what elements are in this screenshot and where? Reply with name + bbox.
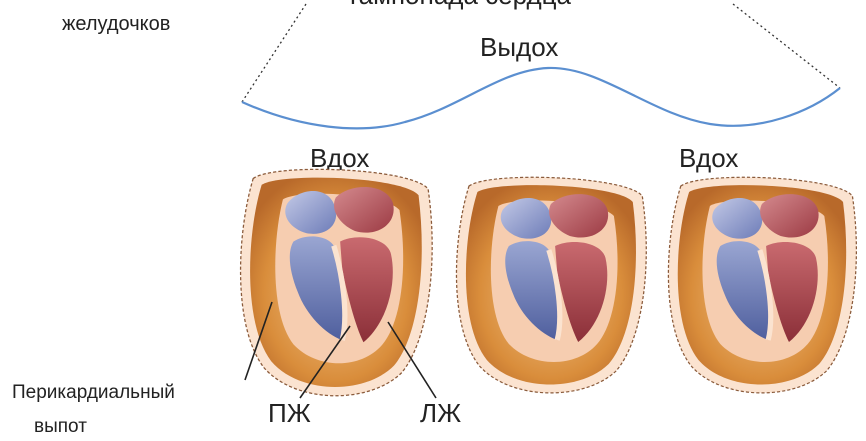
label-inspiration-left: Вдох xyxy=(310,143,369,173)
left-dotted-line xyxy=(242,4,306,102)
right-dotted-line xyxy=(733,4,840,88)
label-effusion-line2: выпот xyxy=(34,416,87,437)
label-inspiration-right: Вдох xyxy=(679,143,738,173)
heart-inspiration-left xyxy=(241,169,433,395)
label-rv: ПЖ xyxy=(268,398,311,428)
label-expiration: Выдох xyxy=(480,32,558,62)
heart-inspiration-right xyxy=(668,177,856,393)
label-effusion-line1: Перикардиальный xyxy=(12,382,175,403)
label-top-center: тампонада сердца xyxy=(347,0,572,10)
label-lv: ЛЖ xyxy=(420,398,461,428)
label-top-left: желудочков xyxy=(62,13,170,35)
heart-expiration xyxy=(456,177,646,393)
respiratory-wave xyxy=(242,68,840,128)
